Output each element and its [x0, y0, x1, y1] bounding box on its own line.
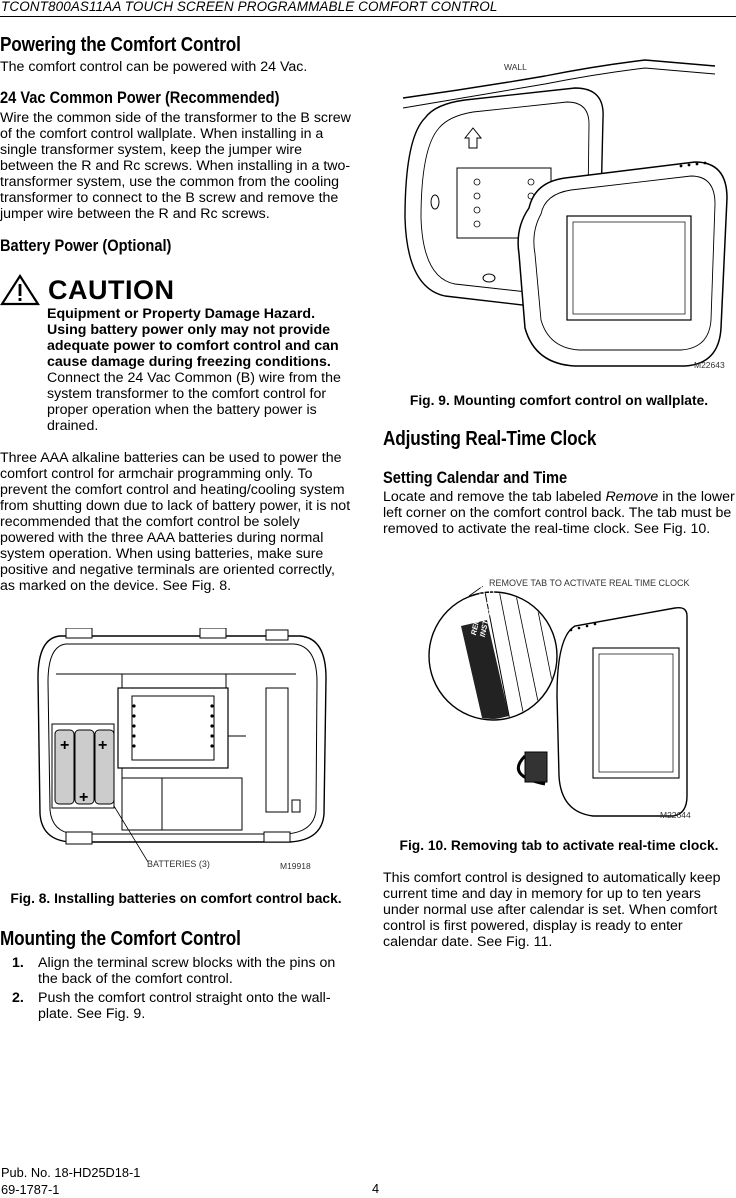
heading-powering: Powering the Comfort Control	[0, 34, 241, 56]
svg-text:+: +	[79, 789, 88, 806]
paragraph-powering: The comfort control can be powered with …	[0, 59, 308, 75]
header-title: TCONT800AS11AA TOUCH SCREEN PROGRAMMABLE…	[1, 0, 498, 14]
caution-word: CAUTION	[48, 274, 175, 305]
heading-battery-power: Battery Power (Optional)	[0, 236, 172, 255]
heading-calendar: Setting Calendar and Time	[383, 468, 568, 487]
mounting-steps: 1.Align the terminal screw blocks with t…	[0, 955, 352, 1022]
mounting-step-1: 1.Align the terminal screw blocks with t…	[12, 955, 336, 987]
fig8-code: M19918	[280, 861, 311, 871]
fig10-label: REMOVE TAB TO ACTIVATE REAL TIME CLOCK	[489, 578, 690, 588]
svg-text:+: +	[98, 737, 107, 754]
warning-triangle-icon	[0, 274, 40, 306]
caution-instructions: Connect the 24 Vac Common (B) wire from …	[47, 370, 341, 434]
svg-text:+: +	[60, 737, 69, 754]
paragraph-memory: This comfort control is designed to auto…	[383, 870, 721, 950]
figure-8-battery-diagram: + + + BATTERIES (3) M19918	[30, 627, 330, 874]
fig8-batteries-label: BATTERIES (3)	[147, 859, 210, 869]
figure-10-remove-tab-diagram: REMOVE DURING INSTALLATION REMOVE TAB TO…	[425, 571, 695, 824]
fig10-code: M22644	[660, 810, 691, 820]
fig9-wall-label: WALL	[504, 62, 527, 72]
paragraph-common-power: Wire the common side of the transformer …	[0, 110, 351, 222]
footer-publication: Pub. No. 18-HD25D18-1 69-1787-1	[1, 1164, 140, 1198]
caution-banner: CAUTION	[0, 274, 352, 306]
mounting-section: Mounting the Comfort Control 1.Align the…	[0, 928, 352, 1022]
remove-tab-illustration	[428, 585, 688, 817]
fig10-caption: Fig. 10. Removing tab to activate real-t…	[399, 838, 719, 853]
heading-common-power: 24 Vac Common Power (Recommended)	[0, 88, 280, 107]
heading-mounting: Mounting the Comfort Control	[0, 928, 241, 950]
footer-pub-number: Pub. No. 18-HD25D18-1	[1, 1165, 141, 1180]
footer-doc-code: 69-1787-1	[1, 1182, 60, 1197]
heading-real-time-clock: Adjusting Real-Time Clock	[383, 428, 597, 450]
fig9-caption: Fig. 9. Mounting comfort control on wall…	[409, 393, 709, 408]
caution-hazard: Equipment or Property Damage Hazard. Usi…	[47, 306, 339, 370]
wallplate-mounting-illustration	[402, 59, 728, 367]
fig9-code: M22643	[694, 360, 725, 370]
page-number: 4	[372, 1181, 380, 1196]
paragraph-calendar: Locate and remove the tab labeled Remove…	[383, 489, 735, 537]
fig8-caption: Fig. 8. Installing batteries on comfort …	[10, 891, 342, 906]
caution-body: Equipment or Property Damage Hazard. Usi…	[0, 306, 352, 434]
clock-section: Adjusting Real-Time Clock Setting Calend…	[383, 428, 735, 537]
paragraph-batteries: Three AAA alkaline batteries can be used…	[0, 450, 351, 594]
left-column: Powering the Comfort Control The comfort…	[0, 34, 352, 594]
page-header: TCONT800AS11AA TOUCH SCREEN PROGRAMMABLE…	[0, 0, 736, 17]
battery-back-illustration: + + +	[37, 627, 327, 863]
mounting-step-2: 2.Push the comfort control straight onto…	[12, 990, 331, 1022]
figure-9-mounting-diagram: WALL M22643	[395, 58, 731, 376]
